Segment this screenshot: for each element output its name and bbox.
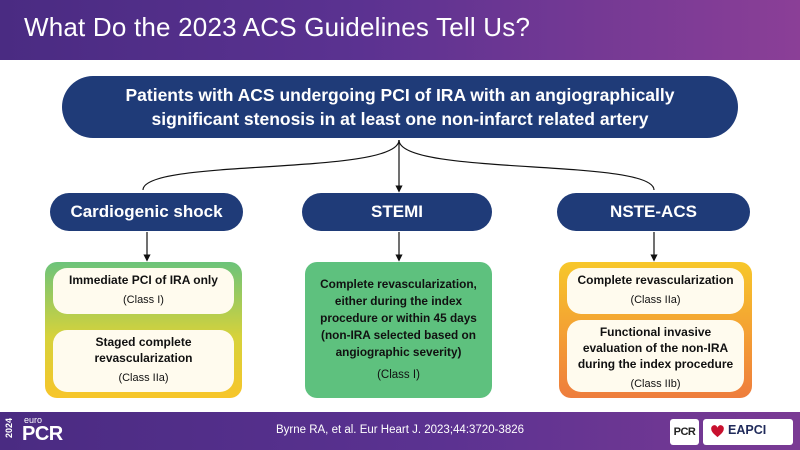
europcr-logo: PCR — [22, 423, 63, 445]
page-title: What Do the 2023 ACS Guidelines Tell Us? — [24, 12, 531, 42]
eapci-badge: EAPCI — [703, 419, 793, 445]
nste-recommendations-panel: Complete revascularization (Class IIa) F… — [559, 262, 752, 398]
nste-rec-1-class: (Class IIa) — [630, 294, 681, 306]
pcr-badge-text: PCR — [673, 426, 696, 438]
nste-rec-2-class: (Class IIb) — [630, 378, 681, 390]
shock-recommendations-panel: Immediate PCI of IRA only (Class I) Stag… — [45, 262, 242, 398]
shock-rec-2-line-1: Staged complete — [95, 335, 192, 349]
logo-prefix: euro — [24, 415, 43, 425]
stemi-line-4: (non-IRA selected based on — [321, 328, 476, 342]
category-stemi: STEMI — [302, 193, 492, 231]
stemi-recommendation-text: Complete revascularization, either durin… — [313, 276, 484, 384]
nste-rec-2-line-3: during the index procedure — [577, 357, 734, 371]
nste-rec-2-line-2: evaluation of the non-IRA — [582, 341, 729, 355]
eapci-badge-text: EAPCI — [728, 423, 767, 437]
stemi-line-1: Complete revascularization, — [320, 277, 477, 291]
pcr-badge: PCR — [670, 419, 699, 445]
stemi-class: (Class I) — [377, 369, 420, 381]
footer-bar: 2024 euro PCR Byrne RA, et al. Eur Heart… — [0, 412, 800, 450]
population-line-2: significant stenosis in at least one non… — [151, 109, 649, 129]
shock-rec-2: Staged complete revascularization (Class… — [53, 330, 234, 392]
shock-rec-1: Immediate PCI of IRA only (Class I) — [53, 268, 234, 314]
patient-population-box: Patients with ACS undergoing PCI of IRA … — [62, 76, 738, 138]
stemi-recommendation-panel: Complete revascularization, either durin… — [305, 262, 492, 398]
stemi-line-5: angiographic severity) — [335, 345, 462, 359]
heart-icon — [711, 425, 724, 438]
nste-rec-1-text: Complete revascularization — [577, 273, 734, 287]
citation: Byrne RA, et al. Eur Heart J. 2023;44:37… — [275, 424, 525, 436]
stemi-line-2: either during the index — [334, 294, 463, 308]
shock-rec-2-line-2: revascularization — [94, 351, 193, 365]
shock-rec-2-class: (Class IIa) — [118, 372, 169, 384]
connector-to-shock — [142, 139, 400, 191]
population-line-1: Patients with ACS undergoing PCI of IRA … — [125, 85, 675, 105]
stemi-line-3: procedure or within 45 days — [320, 311, 477, 325]
nste-rec-2-line-1: Functional invasive — [599, 325, 712, 339]
connector-to-nste — [398, 139, 655, 191]
shock-rec-1-text: Immediate PCI of IRA only — [69, 273, 218, 287]
header-bar: What Do the 2023 ACS Guidelines Tell Us? — [0, 0, 800, 60]
nste-rec-1: Complete revascularization (Class IIa) — [567, 268, 744, 314]
nste-rec-2: Functional invasive evaluation of the no… — [567, 320, 744, 392]
shock-rec-1-class: (Class I) — [123, 294, 164, 306]
category-nste-acs: NSTE-ACS — [557, 193, 750, 231]
category-cardiogenic-shock: Cardiogenic shock — [50, 193, 243, 231]
